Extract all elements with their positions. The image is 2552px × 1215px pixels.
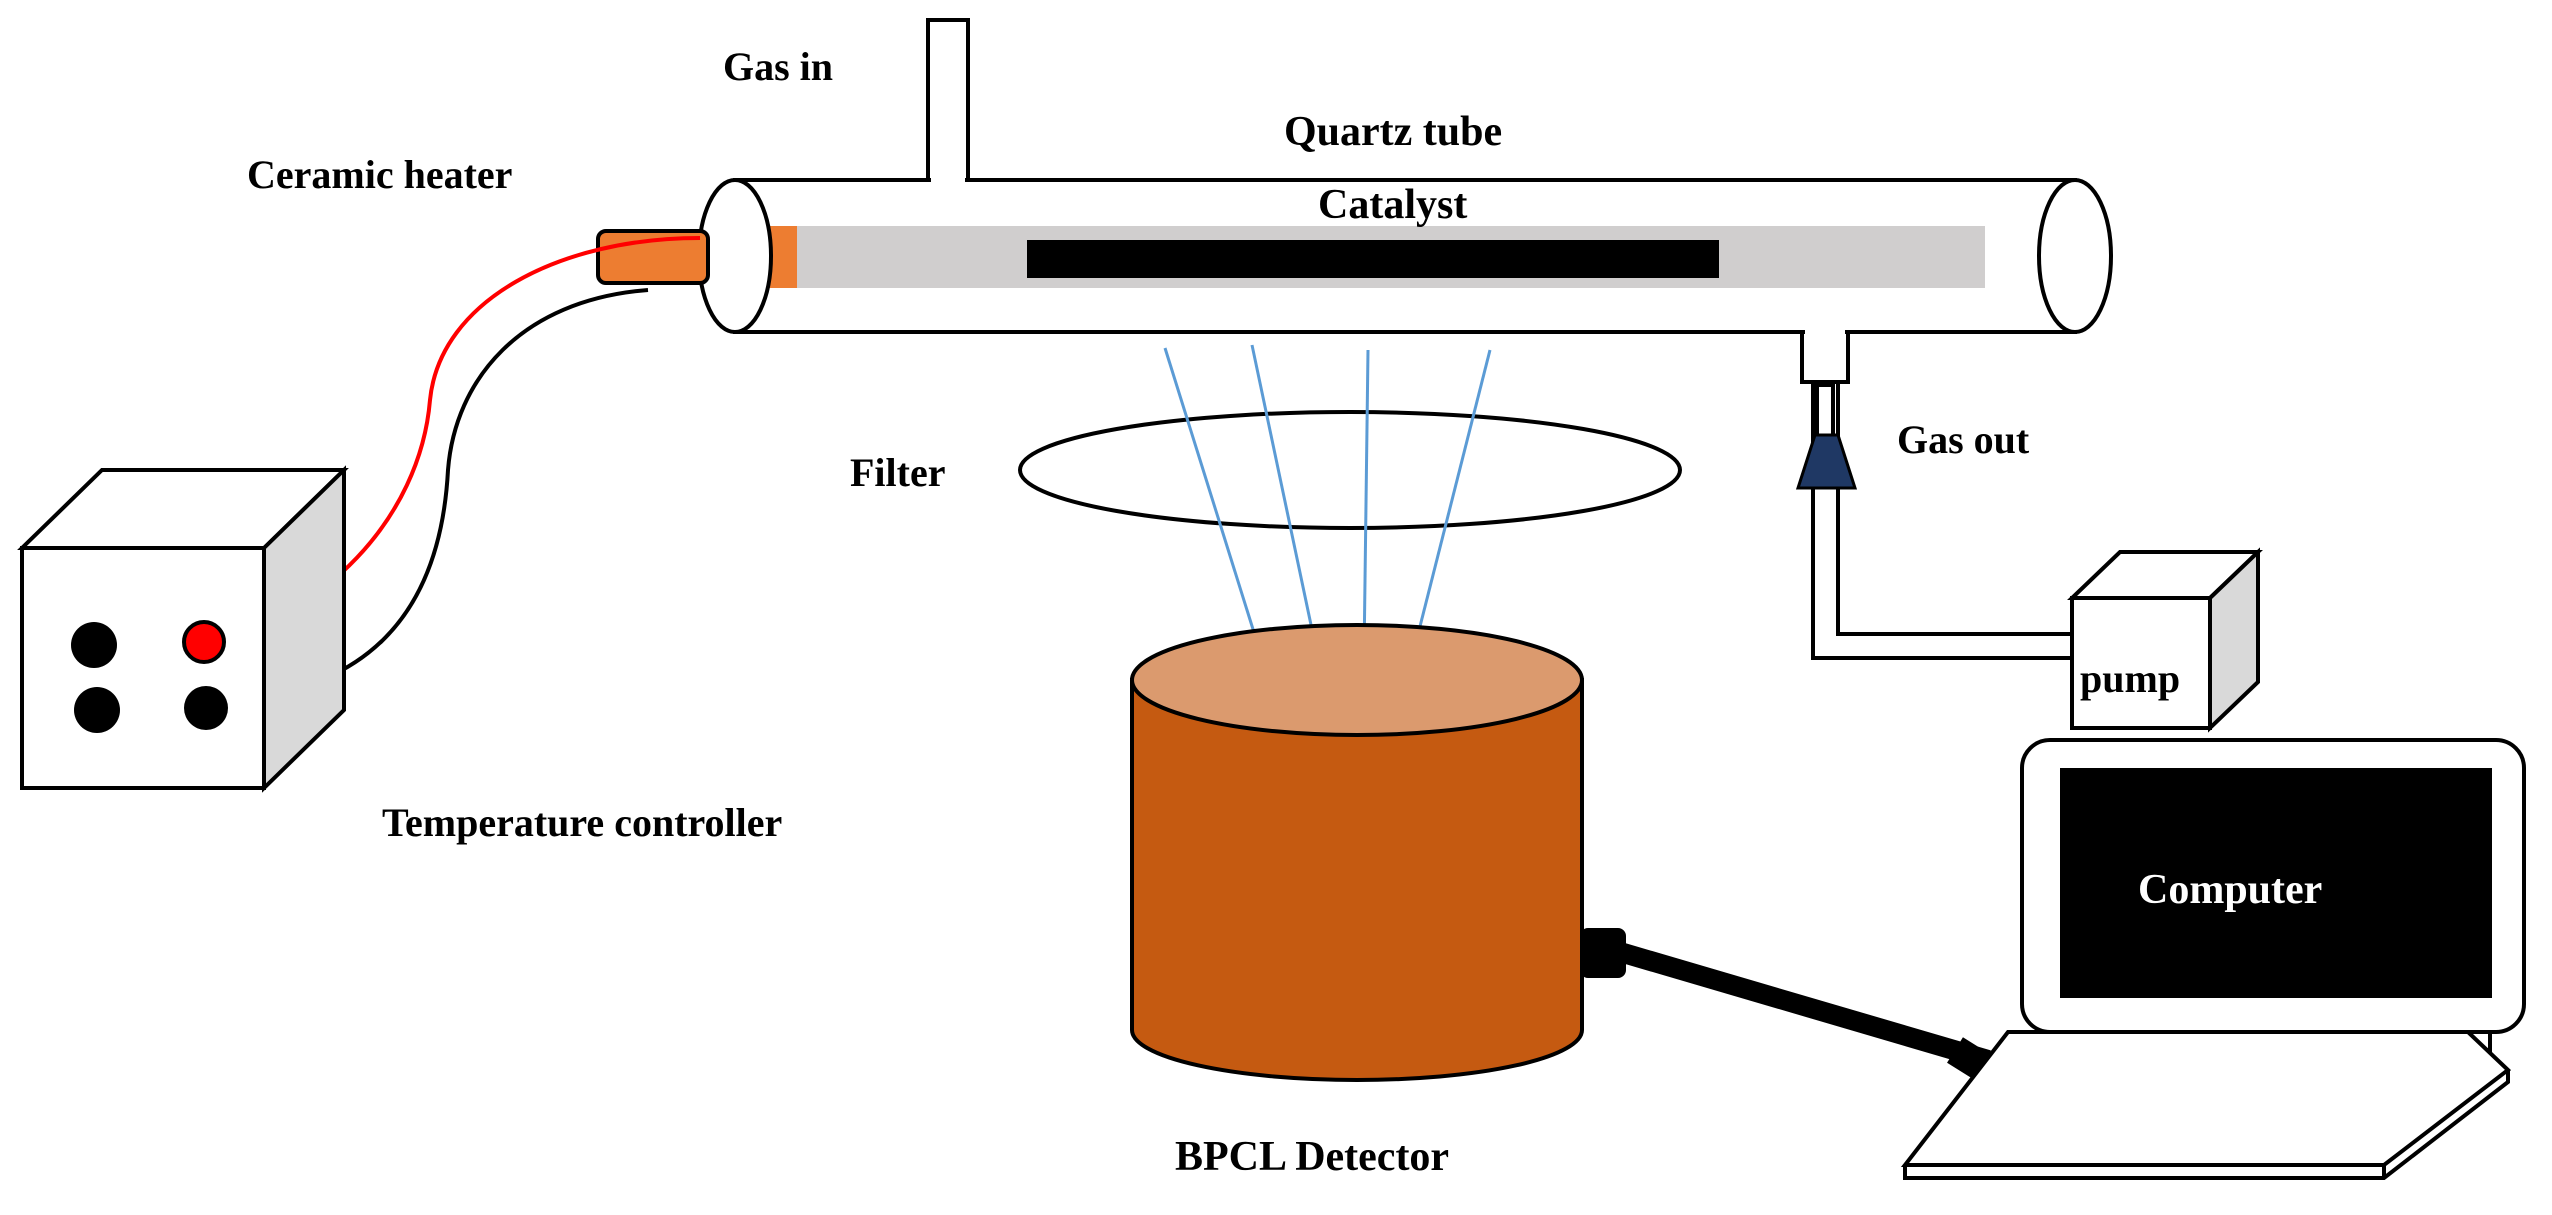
catalyst-bar	[1027, 240, 1719, 278]
controller-knob	[74, 687, 120, 733]
filter-lens	[1018, 410, 1682, 530]
valve-icon	[1795, 433, 1858, 490]
temperature-controller-label: Temperature controller	[382, 800, 782, 845]
red-terminal	[182, 620, 226, 664]
pump-box	[2067, 547, 2263, 733]
temperature-controller-box	[17, 465, 349, 793]
filter-label: Filter	[850, 450, 946, 495]
computer	[1900, 738, 2526, 1180]
controller-knob	[71, 622, 117, 668]
pump-label: pump	[2080, 656, 2180, 701]
keyboard	[1900, 1030, 2512, 1167]
gas-inlet-pipe	[926, 18, 970, 194]
gas-out-label: Gas out	[1897, 417, 2030, 462]
detector-label: BPCL Detector	[1175, 1134, 1449, 1180]
catalyst-label: Catalyst	[1318, 182, 1467, 228]
tube-right-cap	[2037, 178, 2113, 334]
ceramic-heater-label: Ceramic heater	[247, 152, 512, 197]
detector-port	[1580, 928, 1626, 978]
bpcl-detector	[1130, 623, 1626, 1082]
outlet-nozzle	[1815, 383, 1835, 439]
gas-out-line	[1795, 382, 2072, 660]
quartz-tube	[697, 18, 2113, 384]
emission-arrows	[1163, 344, 1492, 660]
monitor-screen	[2060, 768, 2492, 998]
quartz-tube-label: Quartz tube	[1284, 109, 1502, 155]
black-terminal	[184, 686, 228, 730]
detector-cable	[1617, 942, 1991, 1070]
detector-top	[1130, 623, 1584, 737]
gas-in-label: Gas in	[723, 44, 833, 89]
computer-label: Computer	[2138, 867, 2322, 913]
